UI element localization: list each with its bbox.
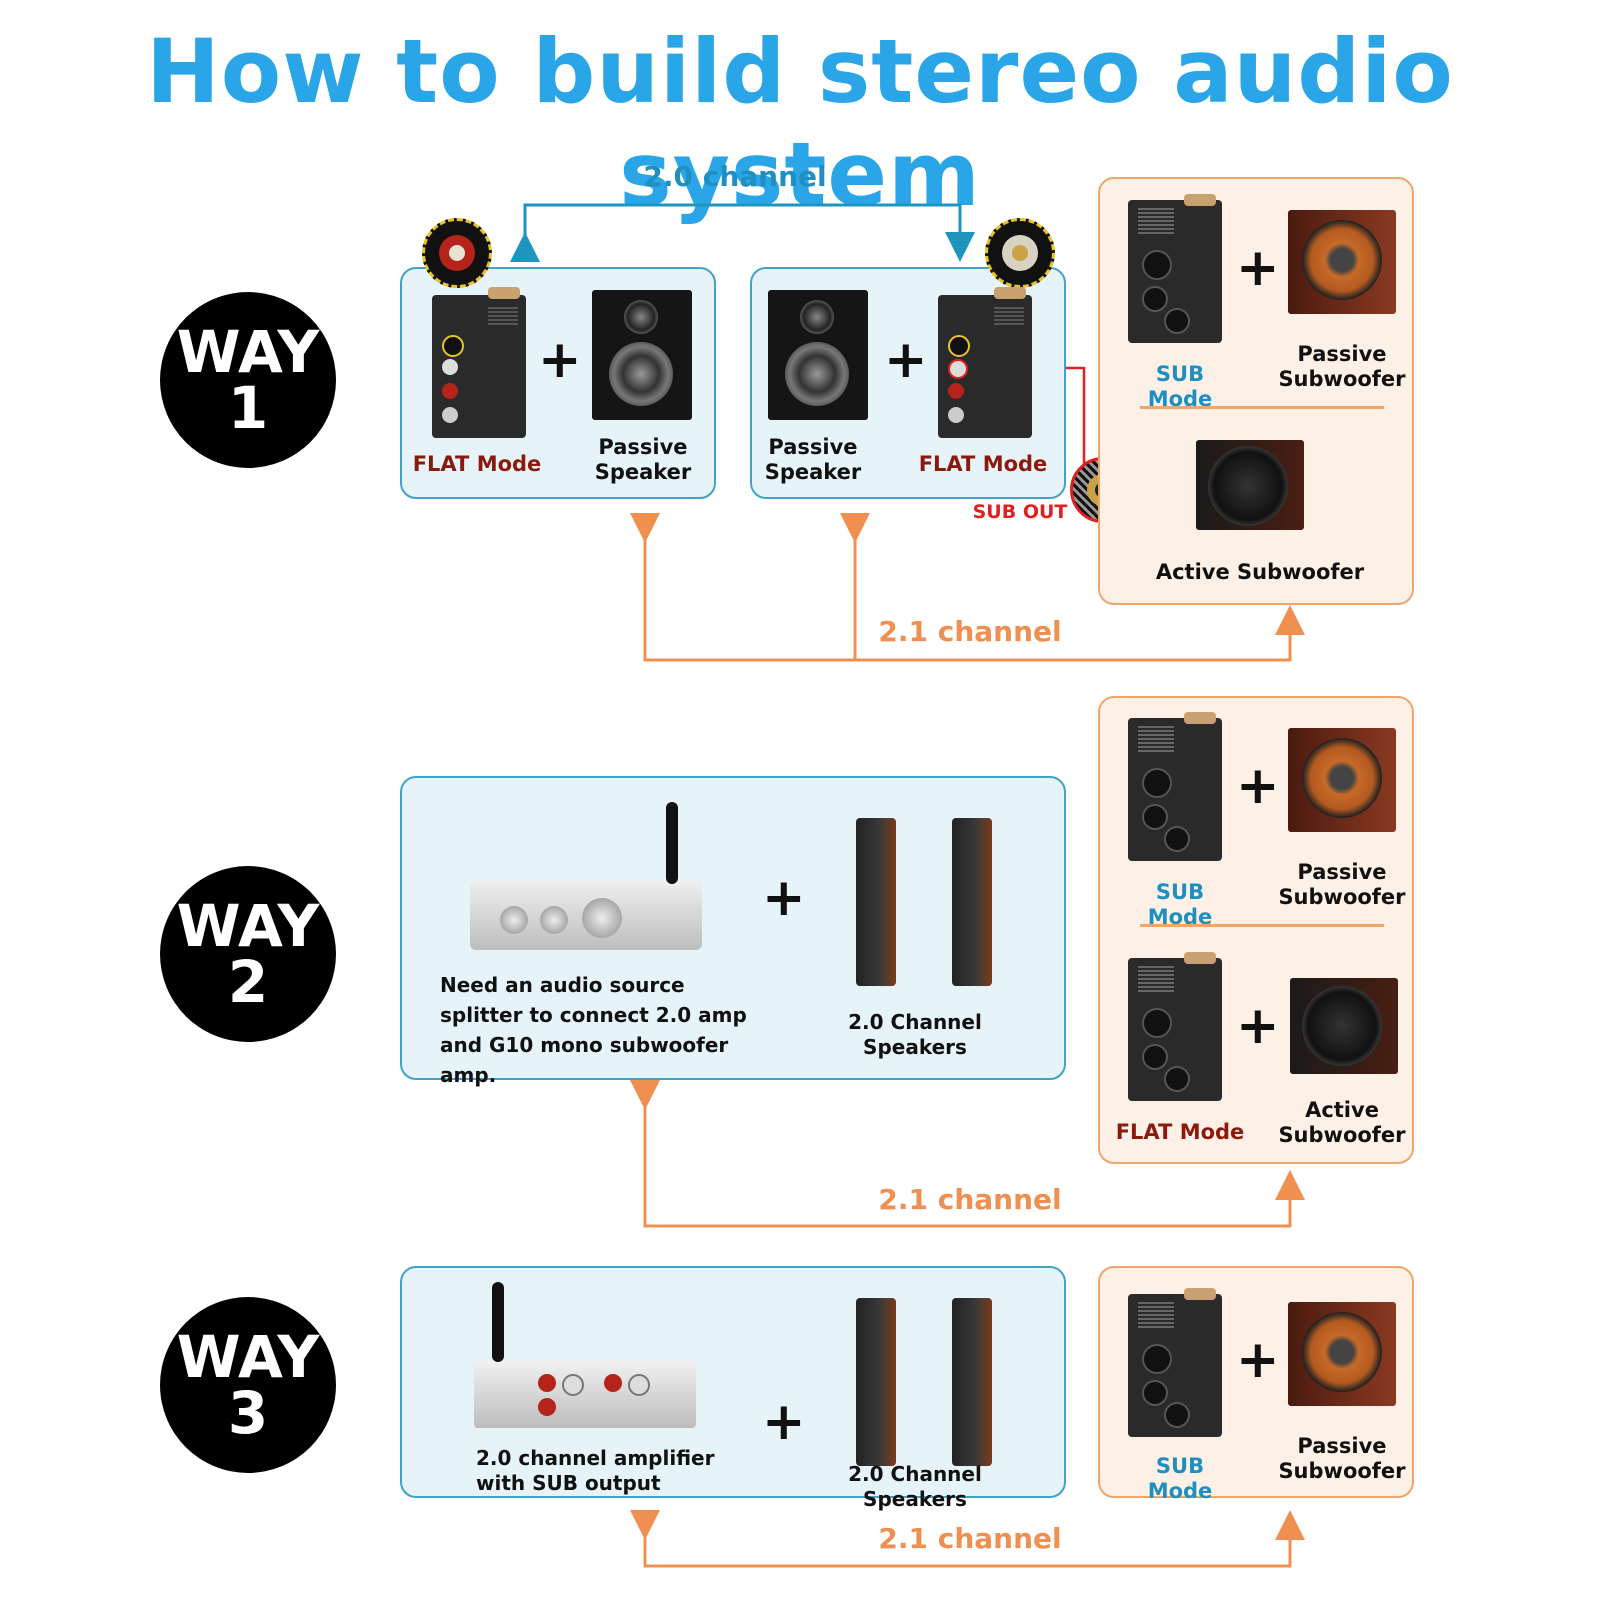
- plus-icon: +: [884, 330, 928, 390]
- plus-icon: +: [762, 868, 806, 928]
- sub-amp-icon: [1128, 194, 1222, 343]
- tower-speaker-icon: [952, 818, 992, 986]
- passive-subwoofer-icon: [1288, 210, 1396, 314]
- plus-icon: +: [1236, 996, 1280, 1056]
- bluetooth-amp-icon: [470, 802, 702, 950]
- divider: [1140, 406, 1384, 409]
- passive-subwoofer-label: Passive Subwoofer: [1278, 1434, 1406, 1483]
- plus-icon: +: [1236, 238, 1280, 298]
- plus-icon: +: [1236, 1330, 1280, 1390]
- rca-red-jack-icon: [422, 218, 492, 288]
- two-channel-speakers-label: 2.0 Channel Speakers: [848, 1010, 982, 1059]
- two-channel-speakers-label: 2.0 Channel Speakers: [848, 1462, 982, 1511]
- plus-icon: +: [762, 1392, 806, 1452]
- active-subwoofer-icon: [1196, 440, 1304, 530]
- sub-mode-label: SUB Mode: [1147, 880, 1213, 929]
- sub-output-amp-icon: [474, 1282, 696, 1428]
- flat-mode-label: FLAT Mode: [1115, 1120, 1245, 1144]
- way-number: 1: [227, 374, 269, 442]
- active-subwoofer-label: Active Subwoofer: [1155, 560, 1365, 584]
- passive-subwoofer-label: Passive Subwoofer: [1278, 860, 1406, 909]
- channel-label-2-1-way3: 2.1 channel: [878, 1522, 1062, 1555]
- sub-out-label: SUB OUT: [972, 501, 1068, 523]
- divider: [1140, 924, 1384, 927]
- passive-speaker-icon: [768, 290, 868, 420]
- passive-subwoofer-label: Passive Subwoofer: [1278, 342, 1406, 391]
- sub-amp-icon: [1128, 1288, 1222, 1437]
- channel-label-2-0: 2.0 channel: [643, 160, 827, 193]
- sub-mode-label: SUB Mode: [1147, 1454, 1213, 1503]
- way-number: 2: [227, 948, 269, 1016]
- flat-mode-label: FLAT Mode: [412, 452, 542, 476]
- channel-label-2-1-way1: 2.1 channel: [878, 615, 1062, 648]
- sub-amp-icon: [1128, 712, 1222, 861]
- active-subwoofer-icon: [1290, 978, 1398, 1074]
- tower-speaker-icon: [856, 818, 896, 986]
- tower-speaker-icon: [856, 1298, 896, 1466]
- sub-output-amp-label: 2.0 channel amplifier with SUB output: [476, 1446, 715, 1495]
- plus-icon: +: [1236, 756, 1280, 816]
- rca-white-jack-icon: [985, 218, 1055, 288]
- way-number: 3: [227, 1379, 269, 1447]
- flat-mode-label: FLAT Mode: [918, 452, 1048, 476]
- active-subwoofer-label: Active Subwoofer: [1278, 1098, 1406, 1147]
- sub-mode-label: SUB Mode: [1147, 362, 1213, 411]
- plus-icon: +: [538, 330, 582, 390]
- passive-subwoofer-icon: [1288, 1302, 1396, 1406]
- passive-subwoofer-icon: [1288, 728, 1396, 832]
- mono-amp-icon: [938, 287, 1032, 438]
- page-title: How to build stereo audio system: [146, 20, 1454, 226]
- sub-amp-icon: [1128, 952, 1222, 1101]
- way-word: WAY: [176, 318, 320, 386]
- way-word: WAY: [176, 1323, 320, 1391]
- channel-label-2-1-way2: 2.1 channel: [878, 1183, 1062, 1216]
- passive-speaker-label: Passive Speaker: [764, 435, 862, 484]
- splitter-note: Need an audio source splitter to connect…: [440, 973, 747, 1087]
- passive-speaker-label: Passive Speaker: [594, 435, 692, 484]
- tower-speaker-icon: [952, 1298, 992, 1466]
- mono-amp-icon: [432, 287, 526, 438]
- way-word: WAY: [176, 892, 320, 960]
- passive-speaker-icon: [592, 290, 692, 420]
